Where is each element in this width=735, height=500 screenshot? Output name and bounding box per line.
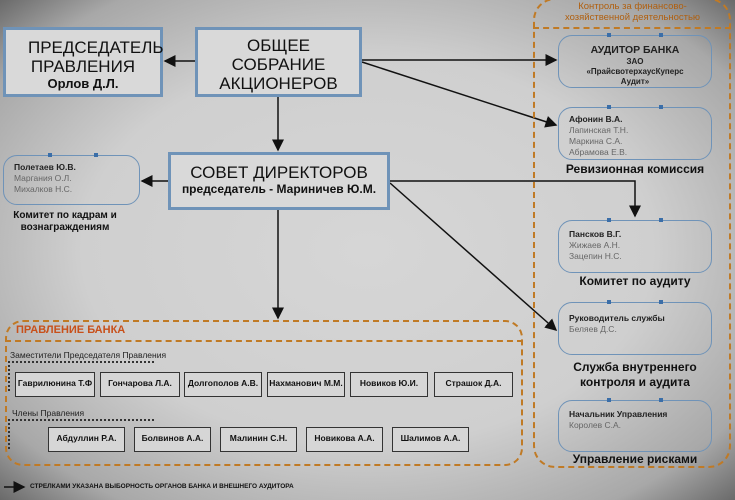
deputy-box: Страшок Д.А. bbox=[434, 372, 513, 397]
board-of-directors-box: СОВЕТ ДИРЕКТОРОВ председатель - Мариниче… bbox=[168, 152, 390, 210]
deputy-box: Гончарова Л.А. bbox=[100, 372, 180, 397]
risk-management-label: Управление рисками bbox=[572, 452, 698, 466]
management-board-container bbox=[5, 320, 523, 466]
legend-text: СТРЕЛКАМИ УКАЗАНА ВЫБОРНОСТЬ ОРГАНОВ БАН… bbox=[30, 483, 294, 490]
audit-committee-label: Комитет по аудиту bbox=[579, 274, 691, 288]
member: Маркина С.А. bbox=[569, 136, 623, 146]
member: Беляев Д.С. bbox=[569, 324, 617, 334]
arrow-council-audit bbox=[390, 180, 641, 218]
hr-committee-box: Полетаев Ю.В. Маргания О.Л. Михалков Н.С… bbox=[3, 153, 140, 205]
internal-control-box: Руководитель службы Беляев Д.С. bbox=[558, 300, 712, 355]
auditor-name: ЗАО «ПрайсвотерхаусКуперс Аудит» bbox=[586, 57, 684, 86]
member-box: Новикова А.А. bbox=[306, 427, 383, 452]
member: Руководитель службы bbox=[569, 313, 665, 323]
hr-committee-label: Комитет по кадрам и вознаграждениям bbox=[13, 210, 117, 233]
deputy-box: Долгополов А.В. bbox=[184, 372, 262, 397]
member: Маргания О.Л. bbox=[14, 173, 72, 183]
revision-commission-label: Ревизионная комиссия bbox=[565, 162, 705, 176]
audit-committee-box: Пансков В.Г. Жижаев А.Н. Зацепин Н.С. bbox=[558, 218, 712, 273]
member-box: Малинин С.Н. bbox=[220, 427, 297, 452]
general-meeting-box: ОБЩЕЕ СОБРАНИЕ АКЦИОНЕРОВ bbox=[195, 27, 362, 97]
member: Пансков В.Г. bbox=[569, 229, 622, 239]
deputy-box: Гаврилюнина Т.Ф bbox=[15, 372, 95, 397]
board-of-directors-title: СОВЕТ ДИРЕКТОРОВ bbox=[190, 163, 368, 182]
deputy-box: Нахманович М.М. bbox=[267, 372, 345, 397]
auditor-title: АУДИТОР БАНКА bbox=[590, 44, 680, 56]
deputy-box: Новиков Ю.И. bbox=[350, 372, 428, 397]
risk-management-box: Начальник Управления Королев С.А. bbox=[558, 398, 712, 452]
member: Полетаев Ю.В. bbox=[14, 162, 76, 172]
member: Михалков Н.С. bbox=[14, 184, 73, 194]
board-of-directors-chair: председатель - Мариничев Ю.М. bbox=[181, 182, 377, 196]
chairman-name: Орлов Д.Л. bbox=[47, 76, 119, 91]
member: Абрамова Е.В. bbox=[569, 147, 628, 157]
auditor-box: АУДИТОР БАНКА ЗАО «ПрайсвотерхаусКуперс … bbox=[558, 33, 712, 88]
members-label: Члены Правления bbox=[12, 408, 85, 418]
control-container bbox=[533, 0, 731, 468]
member-box: Абдуллин Р.А. bbox=[48, 427, 125, 452]
member: Королев С.А. bbox=[569, 420, 622, 430]
control-title: Контроль за финансово-хозяйственной деят… bbox=[564, 1, 701, 23]
member: Жижаев А.Н. bbox=[569, 240, 621, 250]
management-board-title: ПРАВЛЕНИЕ БАНКА bbox=[16, 324, 126, 336]
arrow-council-internal bbox=[389, 182, 558, 331]
member-box: Болвинов А.А. bbox=[134, 427, 211, 452]
member: Начальник Управления bbox=[569, 409, 668, 419]
general-meeting-title: ОБЩЕЕ СОБРАНИЕ АКЦИОНЕРОВ bbox=[219, 36, 338, 93]
member-box: Шалимов А.А. bbox=[392, 427, 469, 452]
member: Лапинская Т.Н. bbox=[569, 125, 629, 135]
chairman-box: ПРЕДСЕДАТЕЛЬ ПРАВЛЕНИЯ Орлов Д.Л. bbox=[3, 27, 164, 97]
member: Зацепин Н.С. bbox=[569, 251, 622, 261]
revision-commission-box: Афонин В.А. Лапинская Т.Н. Маркина С.А. … bbox=[558, 105, 712, 160]
member: Афонин В.А. bbox=[569, 114, 623, 124]
deputies-label: Заместители Председателя Правления bbox=[10, 350, 167, 360]
internal-control-label: Служба внутреннего контроля и аудита bbox=[573, 360, 697, 389]
chairman-title: ПРЕДСЕДАТЕЛЬ ПРАВЛЕНИЯ bbox=[28, 38, 164, 76]
arrow-gm-revision bbox=[361, 61, 558, 128]
